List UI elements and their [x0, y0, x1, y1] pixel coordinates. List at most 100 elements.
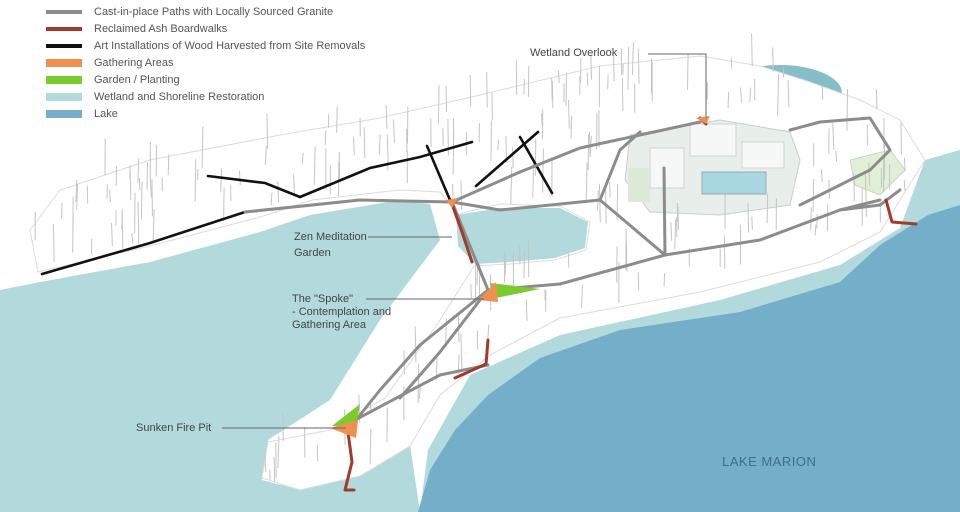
path-east-spur — [838, 188, 902, 212]
wetland-inner-lagoon — [456, 208, 588, 264]
tree-mark — [417, 363, 420, 404]
tree-mark — [534, 138, 537, 176]
tree-mark — [541, 113, 543, 126]
tree-mark — [846, 88, 849, 131]
tree-mark — [264, 145, 267, 165]
art-installation-spur-2 — [474, 130, 540, 188]
legend-swatch-garden — [46, 75, 82, 84]
tree-mark — [313, 146, 316, 185]
tree-mark — [900, 122, 902, 155]
lake-marion-label: LAKE MARION — [722, 454, 817, 469]
path-vertical-building — [662, 166, 667, 257]
wetland-shoreline-west — [0, 200, 440, 512]
tree-mark — [137, 158, 140, 183]
tree-mark — [137, 201, 140, 245]
legend-item: Cast-in-place Paths with Locally Sourced… — [46, 3, 365, 20]
tree-mark — [568, 100, 570, 129]
tree-mark — [336, 106, 338, 133]
tree-mark — [787, 80, 790, 107]
legend-swatch-boardwalks — [46, 26, 82, 31]
boardwalk-east — [884, 198, 918, 226]
callout-spoke-line-2: - Contemplation and — [292, 306, 392, 318]
art-installation-west — [40, 210, 247, 276]
building-wing-north — [689, 123, 737, 157]
tree-mark — [131, 232, 134, 244]
callout-zen-line-2: Garden — [294, 247, 331, 259]
legend-swatch-wetland — [46, 92, 82, 101]
tree-mark — [72, 214, 74, 253]
tree-mark — [523, 78, 525, 95]
spoke-gathering-area — [478, 282, 498, 302]
tree-mark — [353, 137, 355, 156]
tree-mark — [282, 413, 284, 442]
tree-mark — [460, 180, 463, 210]
tree-mark — [277, 181, 280, 203]
tree-mark — [620, 48, 623, 76]
tree-mark — [129, 165, 132, 200]
tree-mark — [627, 47, 630, 90]
tree-mark — [386, 134, 389, 165]
tree-mark — [167, 154, 170, 176]
tree-mark — [609, 181, 611, 198]
firepit-gathering-area — [330, 420, 358, 438]
path-firepit-east — [353, 363, 490, 422]
tree-mark — [504, 259, 507, 277]
path-east-loop — [788, 116, 892, 207]
tree-mark — [832, 123, 835, 150]
tree-mark — [687, 53, 689, 90]
tree-mark — [277, 436, 280, 468]
tree-mark — [201, 126, 204, 168]
tree-mark — [777, 74, 780, 117]
tree-mark — [378, 134, 381, 155]
tree-mark — [76, 183, 79, 210]
legend-label: Gathering Areas — [94, 56, 174, 69]
legend-swatch-paths — [46, 9, 82, 14]
building-wing-east — [741, 141, 785, 169]
tree-mark — [749, 87, 752, 102]
path-zen-east — [450, 198, 602, 212]
tree-mark — [220, 168, 223, 193]
boardwalk-spoke-south — [453, 338, 490, 380]
legend-swatch-gathering — [46, 58, 82, 67]
path-southeast — [663, 198, 882, 257]
art-installation-spur-1 — [425, 144, 452, 202]
tree-mark — [542, 148, 544, 193]
tree-mark — [146, 162, 149, 190]
legend-label: Lake — [94, 107, 118, 120]
terrace-garden-left — [628, 168, 650, 202]
tree-mark — [751, 216, 753, 230]
tree-mark — [510, 166, 513, 205]
callout-zen-garden: Zen Meditation Garden — [294, 231, 367, 260]
path-mid-north — [598, 130, 642, 202]
tree-mark — [264, 456, 267, 473]
legend-swatch-lake — [46, 109, 82, 118]
callout-wetland-overlook: Wetland Overlook — [530, 47, 618, 59]
tree-mark — [270, 192, 273, 206]
path-to-overlook — [450, 120, 702, 204]
tree-mark — [385, 104, 388, 129]
boardwalk-zen — [450, 202, 474, 264]
tree-mark — [868, 162, 871, 186]
tree-mark — [273, 456, 276, 482]
tree-mark — [109, 189, 111, 203]
tree-mark — [460, 333, 463, 371]
pool — [701, 171, 767, 195]
callout-leaders — [222, 53, 707, 429]
firepit-garden — [332, 404, 360, 426]
tree-mark — [739, 87, 742, 103]
tree-mark — [518, 244, 521, 265]
tree-mark — [631, 42, 634, 76]
tree-mark — [75, 180, 78, 202]
zen-gathering-area — [446, 198, 458, 208]
legend-item: Gathering Areas — [46, 54, 365, 71]
tree-mark — [369, 428, 372, 465]
tree-mark — [194, 159, 197, 202]
tree-mark — [491, 92, 493, 121]
callout-spoke: The "Spoke" - Contemplation and Gatherin… — [292, 293, 391, 332]
callout-spoke-line-3: Gathering Area — [292, 319, 366, 331]
tree-mark — [487, 324, 490, 339]
spoke-garden — [490, 283, 540, 298]
tree-mark — [772, 47, 774, 72]
art-installation-curve — [298, 140, 474, 199]
